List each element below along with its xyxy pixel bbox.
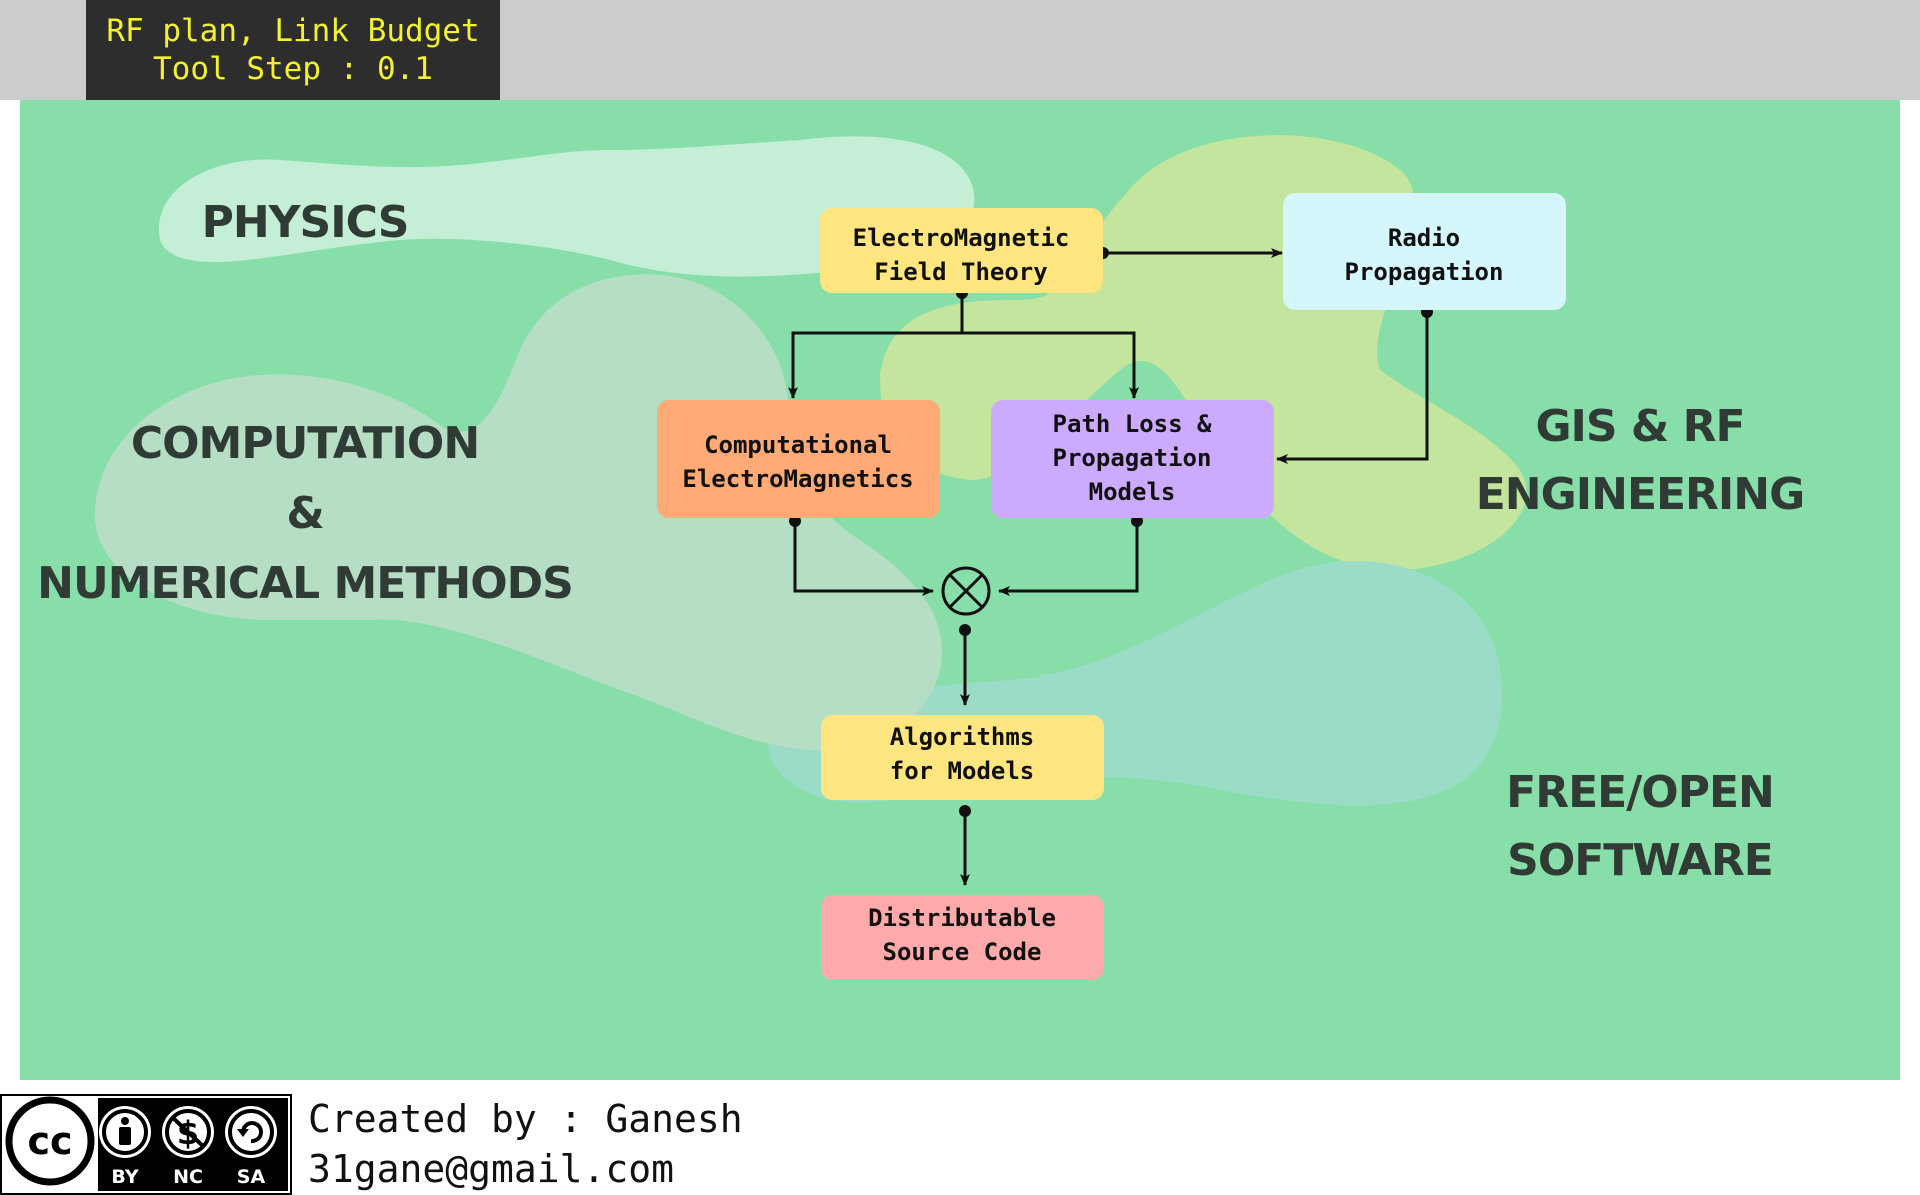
nc-icon: $ bbox=[162, 1106, 214, 1158]
region-label-software-2: SOFTWARE bbox=[1507, 835, 1773, 886]
node-algorithms-line-1: Algorithms bbox=[890, 723, 1035, 751]
region-computation bbox=[94, 274, 942, 751]
region-label-computation-3: NUMERICAL METHODS bbox=[37, 558, 573, 609]
node-radio-propagation-line-2: Propagation bbox=[1345, 258, 1504, 286]
arrow-emft-to-pathloss bbox=[962, 331, 1139, 399]
node-source-code: Distributable Source Code bbox=[821, 895, 1104, 980]
node-source-code-line-1: Distributable bbox=[868, 904, 1056, 932]
node-computational-em-line-1: Computational bbox=[704, 431, 892, 459]
node-em-field-theory: ElectroMagnetic Field Theory bbox=[820, 208, 1103, 293]
by-icon bbox=[99, 1106, 151, 1158]
diagram-canvas: PHYSICS COMPUTATION & NUMERICAL METHODS … bbox=[20, 100, 1900, 1080]
node-algorithms-line-2: for Models bbox=[890, 757, 1035, 785]
node-path-loss-models-line-3: Models bbox=[1089, 478, 1176, 506]
region-label-gis-2: ENGINEERING bbox=[1476, 469, 1805, 520]
node-computational-em: Computational ElectroMagnetics bbox=[657, 400, 940, 518]
license-sa-label: SA bbox=[237, 1166, 266, 1188]
region-label-software-1: FREE/OPEN bbox=[1506, 767, 1774, 818]
node-radio-propagation: Radio Propagation bbox=[1283, 193, 1566, 310]
node-computational-em-box bbox=[657, 400, 940, 518]
region-label-computation-1: COMPUTATION bbox=[131, 418, 479, 469]
node-computational-em-line-2: ElectroMagnetics bbox=[682, 465, 913, 493]
cc-icon: cc bbox=[5, 1096, 95, 1186]
cc-license-badge[interactable]: cc $ BY NC SA bbox=[0, 1094, 292, 1195]
node-em-field-theory-line-2: Field Theory bbox=[874, 258, 1047, 286]
sa-icon bbox=[225, 1106, 277, 1158]
arrow-emft-branch bbox=[788, 293, 964, 399]
node-algorithms-box bbox=[821, 715, 1104, 800]
region-label-computation-2: & bbox=[286, 488, 323, 539]
footer: cc $ BY NC SA Created by : Ganesh 31gane… bbox=[0, 1094, 1920, 1195]
node-path-loss-models: Path Loss & Propagation Models bbox=[991, 400, 1274, 518]
arrow-pathloss-to-combiner bbox=[998, 521, 1139, 596]
diagram-svg: PHYSICS COMPUTATION & NUMERICAL METHODS … bbox=[37, 135, 1805, 980]
license-nc-label: NC bbox=[173, 1166, 203, 1188]
node-path-loss-models-line-1: Path Loss & bbox=[1053, 410, 1212, 438]
node-source-code-box bbox=[821, 895, 1104, 980]
node-path-loss-models-line-2: Propagation bbox=[1053, 444, 1212, 472]
arrow-cem-to-combiner bbox=[793, 521, 934, 596]
title-line-2: Tool Step : 0.1 bbox=[153, 51, 433, 87]
combiner-symbol bbox=[941, 566, 991, 616]
credits: Created by : Ganesh 31gane@gmail.com bbox=[308, 1094, 743, 1194]
arrow-radio-to-pathloss bbox=[1276, 312, 1429, 464]
node-source-code-line-2: Source Code bbox=[883, 938, 1042, 966]
title-line-1: RF plan, Link Budget bbox=[106, 13, 480, 49]
created-by: Created by : Ganesh bbox=[308, 1097, 743, 1141]
node-em-field-theory-line-1: ElectroMagnetic bbox=[853, 224, 1070, 252]
region-label-gis-1: GIS & RF bbox=[1535, 401, 1744, 452]
node-radio-propagation-box bbox=[1283, 193, 1566, 310]
region-physics bbox=[158, 136, 975, 277]
region-label-physics: PHYSICS bbox=[202, 197, 409, 248]
license-by-label: BY bbox=[111, 1166, 138, 1188]
svg-text:cc: cc bbox=[27, 1119, 72, 1163]
node-radio-propagation-line-1: Radio bbox=[1388, 224, 1460, 252]
author-email[interactable]: 31gane@gmail.com bbox=[308, 1147, 675, 1191]
connectors bbox=[788, 248, 1429, 886]
node-algorithms: Algorithms for Models bbox=[821, 715, 1104, 800]
node-path-loss-models-box bbox=[991, 400, 1274, 518]
title-box: RF plan, Link Budget Tool Step : 0.1 bbox=[86, 0, 500, 100]
node-em-field-theory-box bbox=[820, 208, 1103, 293]
